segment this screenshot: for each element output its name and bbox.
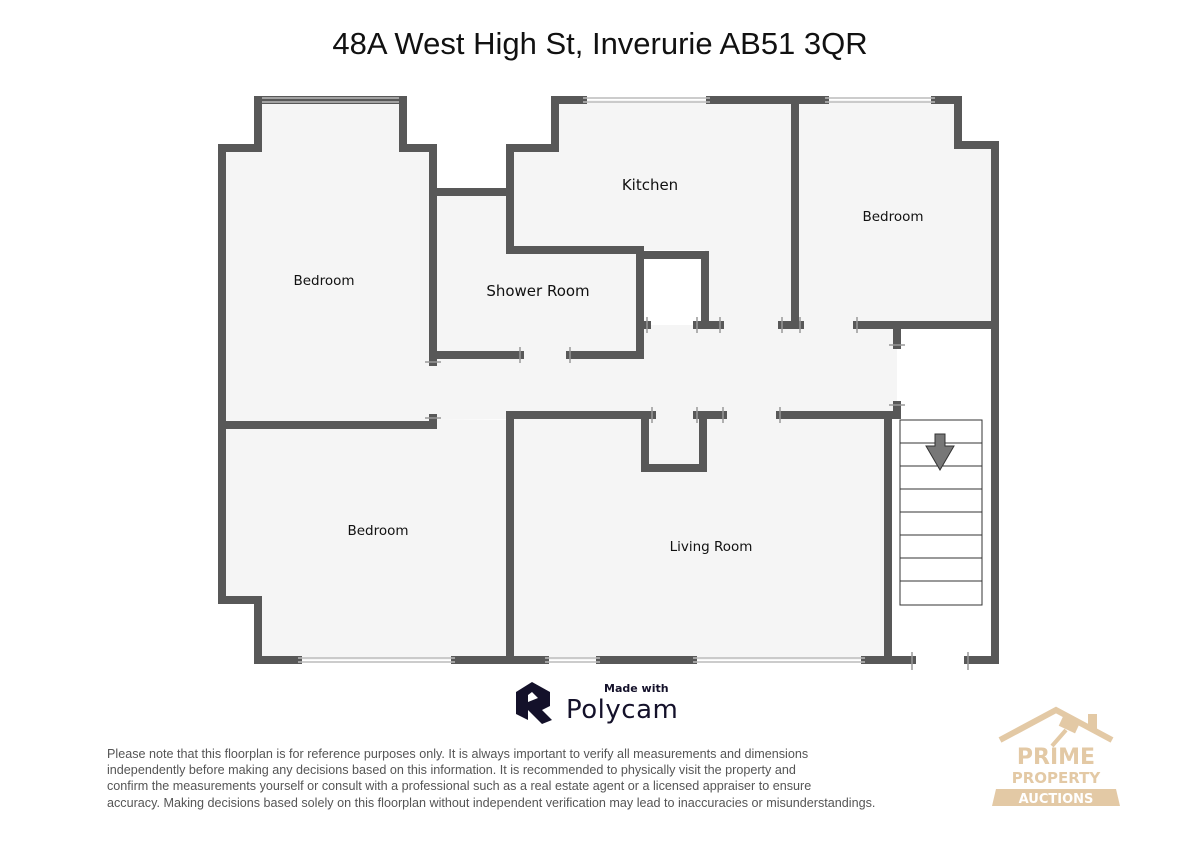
stairs-down-arrow-icon — [925, 433, 955, 471]
room-label-kitchen: Kitchen — [622, 176, 678, 194]
prime-property-auctions-logo: PRIME PROPERTY AUCTIONS — [992, 706, 1120, 807]
room-label-shower-room: Shower Room — [486, 282, 589, 300]
doors — [425, 317, 969, 670]
page-title: 48A West High St, Inverurie AB51 3QR — [332, 26, 868, 61]
svg-text:PRIME: PRIME — [1017, 745, 1095, 770]
walls — [218, 96, 999, 664]
room-label-bedroom: Bedroom — [862, 209, 923, 225]
disclaimer-line: confirm the measurements yourself or con… — [107, 779, 812, 794]
svg-text:AUCTIONS: AUCTIONS — [1019, 792, 1094, 807]
gavel-icon — [1050, 716, 1080, 748]
svg-text:PROPERTY: PROPERTY — [1012, 769, 1102, 787]
room-fills — [222, 100, 995, 660]
stairs — [899, 419, 983, 606]
disclaimer-line: independently before making any decision… — [107, 763, 796, 778]
floorplan: Bedroom Shower Room Kitchen Bedroom Bedr… — [218, 96, 999, 670]
polycam-badge: Made with Polycam — [516, 680, 678, 724]
polycam-made-with: Made with — [604, 681, 669, 695]
disclaimer: Please note that this floorplan is for r… — [107, 746, 947, 811]
disclaimer-line: Please note that this floorplan is for r… — [107, 747, 809, 761]
windows — [262, 97, 935, 663]
polycam-name: Polycam — [566, 694, 679, 725]
room-label-living-room: Living Room — [670, 539, 753, 555]
room-label-bedroom: Bedroom — [347, 523, 408, 539]
disclaimer-line: accuracy. Making decisions based solely … — [107, 795, 876, 810]
polycam-logo-icon — [516, 682, 552, 724]
room-label-bedroom: Bedroom — [293, 273, 354, 289]
